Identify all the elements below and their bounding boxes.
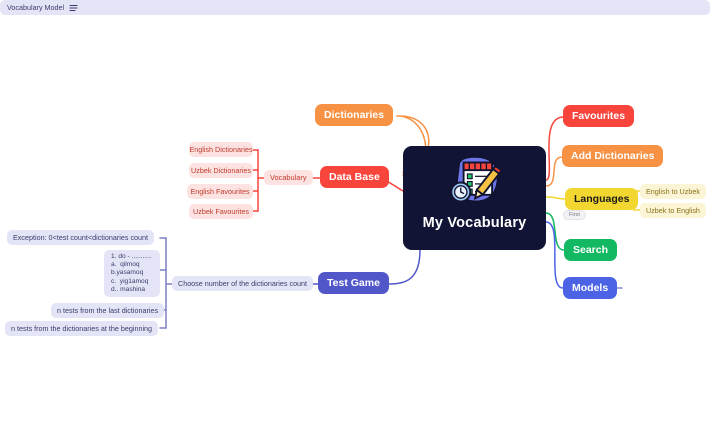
branch-search[interactable]: Search bbox=[564, 239, 618, 261]
node-exception-rule[interactable]: Exception: 0<test count<dictionaries cou… bbox=[7, 230, 155, 245]
center-node[interactable]: My Vocabulary bbox=[403, 146, 546, 250]
node-quiz-sample[interactable]: 1. do - ........... a. qilmoq b.yasamoq … bbox=[104, 250, 160, 298]
node-first-tag: First bbox=[563, 210, 586, 220]
branch-dictionaries[interactable]: Dictionaries bbox=[315, 104, 394, 126]
node-tests-from-last-dictionaries[interactable]: n tests from the last dictionaries bbox=[51, 303, 165, 318]
node-vocabulary[interactable]: Vocabulary bbox=[264, 170, 313, 185]
branch-database[interactable]: Data Base bbox=[320, 166, 389, 188]
branch-test-game[interactable]: Test Game bbox=[318, 272, 389, 294]
node-tests-from-beginning-dictionaries[interactable]: n tests from the dictionaries at the beg… bbox=[5, 321, 159, 336]
node-english-favourites[interactable]: English Favourites bbox=[187, 184, 253, 199]
branch-add-dictionaries[interactable]: Add Dictionaries bbox=[562, 145, 664, 167]
node-vocabulary-model[interactable]: Vocabulary Model bbox=[0, 0, 710, 15]
checklist-pencil-clock-icon bbox=[449, 155, 503, 203]
list-lines-icon bbox=[69, 4, 78, 11]
node-english-dictionaries[interactable]: English Dictionaries bbox=[189, 142, 253, 157]
branch-languages[interactable]: Languages bbox=[565, 188, 639, 210]
node-choose-dictionaries-count[interactable]: Choose number of the dictionaries count bbox=[172, 276, 314, 291]
branch-favourites[interactable]: Favourites bbox=[563, 105, 635, 127]
node-uzbek-favourites[interactable]: Uzbek Favourites bbox=[189, 204, 253, 219]
branch-models[interactable]: Models bbox=[563, 277, 618, 299]
node-uzbek-dictionaries[interactable]: Uzbek Dictionaries bbox=[189, 163, 253, 178]
vocabulary-model-label: Vocabulary Model bbox=[7, 3, 65, 12]
node-english-to-uzbek[interactable]: English to Uzbek bbox=[640, 184, 706, 199]
node-uzbek-to-english[interactable]: Uzbek to English bbox=[640, 203, 706, 218]
center-title: My Vocabulary bbox=[422, 215, 527, 231]
